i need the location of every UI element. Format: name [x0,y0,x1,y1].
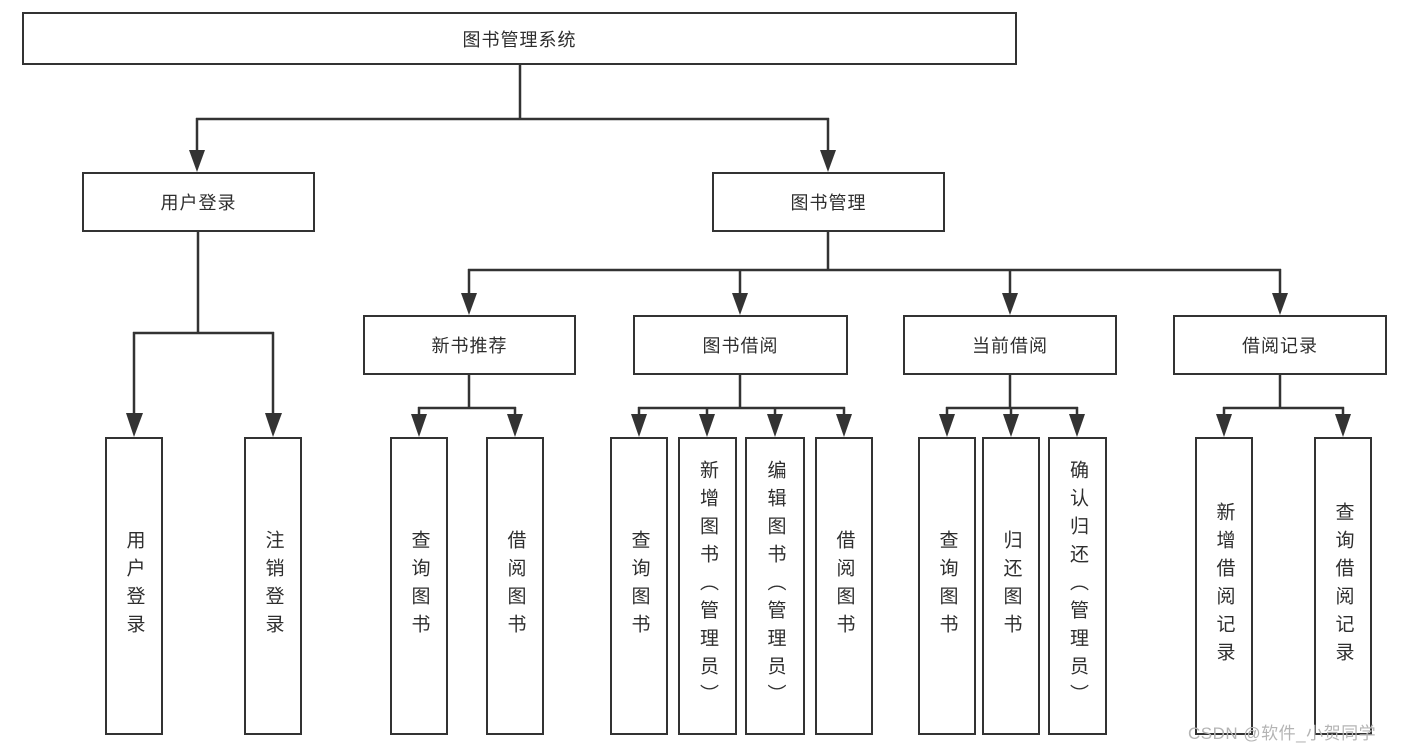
node-label: 图书借阅 [702,336,779,356]
node-book-management-system: 图书管理系统 [22,12,1017,65]
node-new-book-recommendation: 新书推荐 [363,315,576,375]
node-confirm-return-admin: 确认归还（管理员） [1048,437,1107,735]
node-label: 借阅图书 [833,530,855,642]
node-label: 查询借阅记录 [1332,502,1354,670]
node-current-borrowing: 当前借阅 [903,315,1117,375]
node-label: 新增借阅记录 [1213,502,1235,670]
node-label: 图书管理 [790,193,867,213]
node-query-borrow-record: 查询借阅记录 [1314,437,1372,735]
node-label: 查询图书 [936,530,958,642]
node-add-books-admin: 新增图书（管理员） [678,437,737,735]
node-book-management: 图书管理 [712,172,945,232]
node-logout: 注销登录 [244,437,302,735]
node-label: 归还图书 [1000,530,1022,642]
node-return-books: 归还图书 [982,437,1040,735]
node-label: 注销登录 [262,530,284,642]
node-borrow-books-recommend: 借阅图书 [486,437,544,735]
node-label: 借阅图书 [504,530,526,642]
node-user-login-group: 用户登录 [82,172,315,232]
node-borrowing-records: 借阅记录 [1173,315,1387,375]
node-label: 用户登录 [160,193,237,213]
node-add-borrow-record: 新增借阅记录 [1195,437,1253,735]
node-label: 确认归还（管理员） [1067,460,1088,712]
node-label: 图书管理系统 [462,29,577,50]
watermark: CSDN @软件_小贺同学 [1188,724,1377,743]
node-user-login: 用户登录 [105,437,163,735]
node-label: 新书推荐 [431,336,508,356]
node-label: 用户登录 [123,530,145,642]
node-label: 查询图书 [408,530,430,642]
node-label: 借阅记录 [1242,336,1318,356]
node-borrow-books: 借阅图书 [815,437,873,735]
node-label: 新增图书（管理员） [697,460,718,712]
node-query-books-borrow: 查询图书 [610,437,668,735]
node-label: 编辑图书（管理员） [764,460,786,712]
node-book-borrowing: 图书借阅 [633,315,848,375]
node-query-books-current: 查询图书 [918,437,976,735]
node-query-books-recommend: 查询图书 [390,437,448,735]
node-edit-books-admin: 编辑图书（管理员） [745,437,805,735]
node-label: 当前借阅 [972,336,1048,356]
arrowheads [126,150,1351,437]
node-label: 查询图书 [628,530,650,642]
